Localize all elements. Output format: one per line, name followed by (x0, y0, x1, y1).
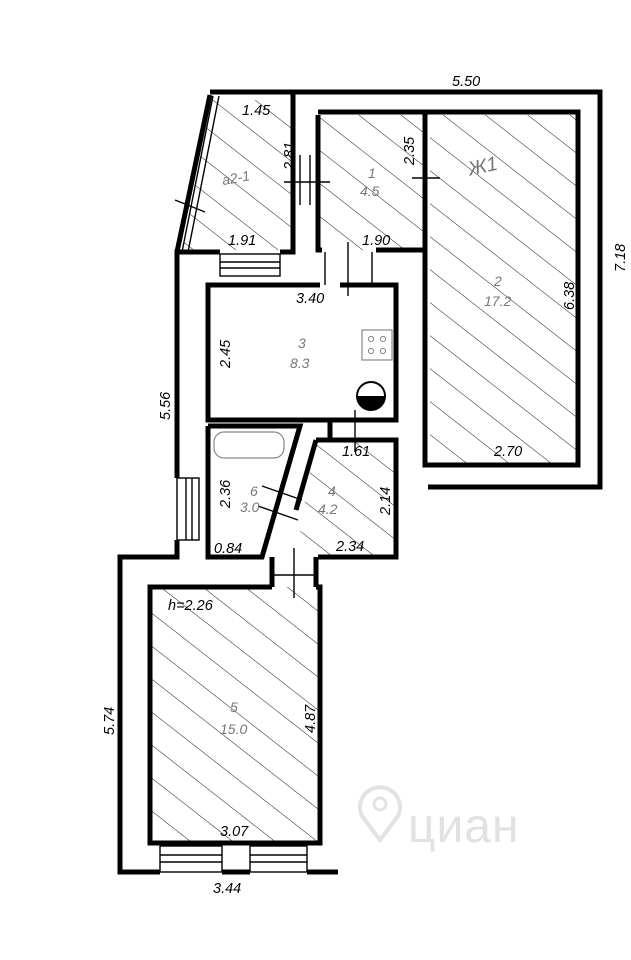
exterior-wall-balcony (280, 92, 296, 255)
room-4-area-label: 4.2 (318, 501, 338, 517)
boiler-icon (356, 381, 386, 411)
room-6-wall (205, 423, 304, 560)
dim-room-5-side: 4.87 (303, 704, 319, 733)
openings (159, 155, 440, 873)
location-pin-icon (358, 785, 402, 844)
balcony-glazing-inner (187, 95, 220, 253)
balcony-left-edge (174, 94, 213, 253)
balcony-glazing (181, 95, 214, 253)
room-1-wall (315, 115, 322, 253)
room-3-area-label: 8.3 (290, 355, 310, 371)
exterior-wall-top-right (293, 89, 603, 490)
fixtures (213, 329, 393, 459)
room-1-number: 1 (368, 165, 376, 181)
room-2-number: 2 (493, 273, 502, 289)
dim-room-3-top: 3.40 (296, 291, 324, 307)
dim-room-3-side: 2.45 (218, 339, 234, 369)
dim-room-2-bottom: 2.70 (493, 444, 522, 460)
room-4-area (296, 440, 395, 557)
dim-room-2-side: 6.38 (562, 282, 578, 310)
room-fills (150, 100, 578, 843)
room-3-number: 3 (298, 335, 306, 351)
overall-left-height-upper: 5.56 (158, 391, 174, 420)
dimensions: 5.50 7.18 5.56 5.74 3.44 1.45 2.81 1.91 … (102, 74, 629, 897)
room-1-area (318, 115, 423, 250)
window-a2-1 (219, 253, 281, 277)
room-a2-1-number: a2-1 (221, 167, 251, 188)
bathtub-icon (213, 431, 285, 459)
exterior-wall-left-mid (117, 540, 180, 875)
dim-room-1-side: 2.35 (402, 136, 418, 166)
room-2-wall (422, 109, 581, 468)
exterior-wall-left-upper (174, 249, 220, 478)
room-1-area-label: 4.5 (360, 183, 380, 199)
dim-room-5-bottom: 3.07 (220, 824, 249, 840)
room-labels: a2-1 1 4.5 Ж1 2 17.2 3 8.3 6 3.0 4 4.2 5… (220, 153, 511, 737)
overall-right-height: 7.18 (613, 244, 629, 272)
room-2-area-label: 17.2 (484, 293, 511, 309)
room-5-area (150, 587, 320, 843)
dim-room-4-bottom: 2.34 (335, 539, 364, 555)
room-5-number: 5 (230, 699, 238, 715)
dim-room-6-side: 2.36 (218, 479, 234, 509)
dim-a2-1-bottom: 1.91 (228, 233, 256, 249)
room-5-area-label: 15.0 (220, 721, 247, 737)
window-left (176, 477, 200, 541)
overall-bottom-width: 3.44 (213, 881, 241, 897)
room-4-wall (316, 437, 399, 560)
room-3-wall (205, 282, 399, 423)
room-4-number: 4 (328, 483, 336, 499)
room-2-area (430, 115, 578, 463)
dim-room-6-bottom: 0.84 (214, 541, 242, 557)
stove-icon (361, 329, 393, 361)
watermark: циан (358, 785, 520, 853)
overall-left-height-lower: 5.74 (102, 707, 118, 735)
watermark-text: циан (408, 800, 520, 853)
window-bottom-right (249, 845, 308, 873)
room-6-number: 6 (250, 483, 258, 499)
dim-a2-1-top: 1.45 (242, 103, 271, 119)
room-6-area-label: 3.0 (240, 499, 260, 515)
dim-room-4-side: 2.14 (378, 487, 394, 516)
window-bottom-left (159, 845, 223, 873)
overall-top-width: 5.50 (452, 74, 480, 90)
dim-room-1-bottom: 1.90 (362, 233, 390, 249)
walls (117, 89, 603, 875)
ceiling-height: h=2.26 (168, 598, 214, 614)
room-5-wall (147, 584, 323, 846)
dim-a2-1-side: 2.81 (282, 142, 298, 171)
dim-room-4-top: 1.61 (342, 444, 370, 460)
